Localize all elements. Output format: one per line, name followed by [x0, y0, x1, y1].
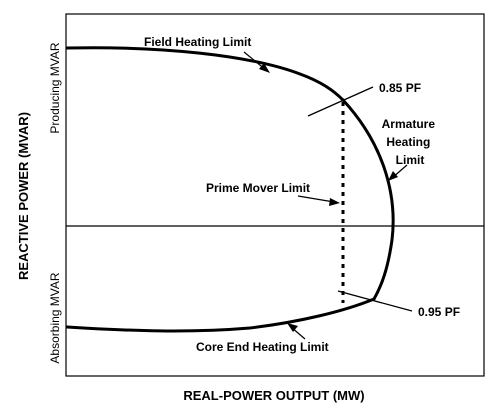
plot-frame — [65, 13, 485, 377]
producing-mvar-label: Producing MVAR — [48, 42, 62, 133]
core-end-heating-limit-curve — [65, 297, 376, 333]
prime-mover-arrow — [297, 195, 340, 206]
field-heating-limit-label: Field Heating Limit — [144, 35, 251, 49]
field-heating-arrow — [243, 51, 270, 73]
absorbing-mvar-label: Absorbing MVAR — [48, 272, 62, 363]
prime-mover-limit-label: Prime Mover Limit — [206, 181, 310, 195]
armature-heating-limit-label: Armature Heating Limit — [382, 117, 439, 167]
armature-heating-limit-curve — [341, 98, 395, 301]
field-heating-limit-curve — [65, 46, 345, 102]
core-end-heating-limit-label: Core End Heating Limit — [196, 340, 329, 354]
armature-label-line-1: Armature — [382, 117, 436, 131]
armature-label-line-2: Heating — [386, 135, 430, 149]
armature-label-line-3: Limit — [396, 153, 425, 167]
y-axis-label: REACTIVE POWER (MVAR) — [16, 112, 31, 280]
pf-085-label: 0.85 PF — [379, 81, 421, 95]
x-axis-label: REAL-POWER OUTPUT (MW) — [183, 388, 364, 403]
pf-085-line — [307, 86, 374, 117]
armature-heating-arrow — [388, 164, 408, 181]
pf-095-line — [337, 290, 413, 312]
pf-095-label: 0.95 PF — [418, 305, 460, 319]
core-end-heating-arrow — [287, 323, 306, 340]
